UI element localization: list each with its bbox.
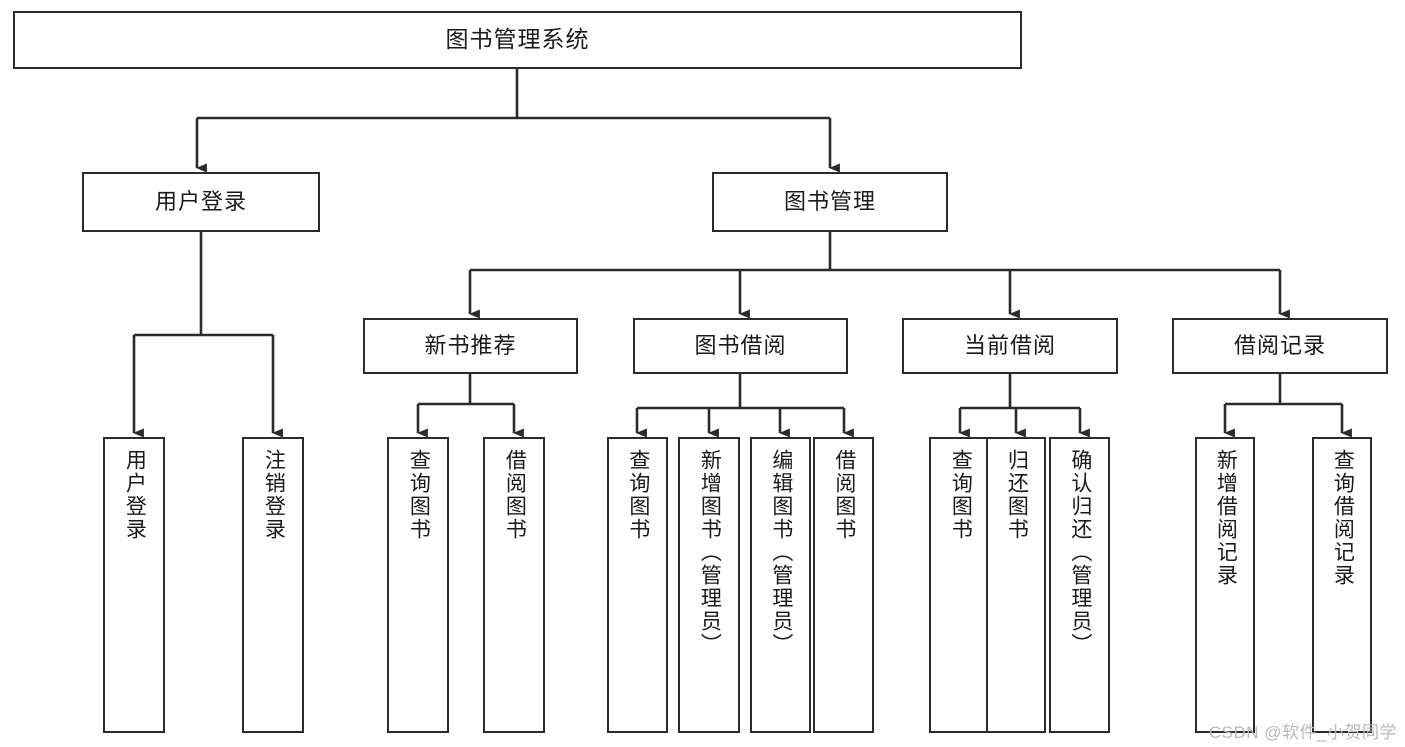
node-root[interactable]: 图书管理系统 (13, 11, 1022, 69)
node-leaf-add-book[interactable]: 新增图书（管理员） (678, 437, 740, 733)
node-leaf-query-book-1-label: 查询图书 (407, 449, 431, 541)
node-leaf-borrow-book-2[interactable]: 借阅图书 (813, 437, 874, 733)
node-leaf-query-book-3[interactable]: 查询图书 (929, 437, 991, 733)
node-new-book-recommend[interactable]: 新书推荐 (363, 318, 578, 374)
node-leaf-borrow-book-1-label: 借阅图书 (503, 449, 527, 541)
node-leaf-add-book-label: 新增图书（管理员） (698, 449, 722, 656)
node-leaf-query-book-2[interactable]: 查询图书 (607, 437, 668, 733)
node-leaf-borrow-book-1[interactable]: 借阅图书 (483, 437, 545, 733)
node-leaf-logout-label: 注销登录 (262, 449, 286, 541)
node-book-manage[interactable]: 图书管理 (712, 172, 948, 232)
node-leaf-logout[interactable]: 注销登录 (242, 437, 304, 733)
node-new-book-recommend-label: 新书推荐 (424, 332, 517, 358)
node-leaf-edit-book[interactable]: 编辑图书（管理员） (750, 437, 811, 733)
node-leaf-query-record-label: 查询借阅记录 (1331, 449, 1355, 587)
node-borrow-record[interactable]: 借阅记录 (1172, 318, 1388, 374)
node-leaf-query-record[interactable]: 查询借阅记录 (1312, 437, 1372, 733)
watermark: CSDN @软件_小贺同学 (1208, 723, 1397, 742)
node-current-borrow-label: 当前借阅 (963, 332, 1056, 358)
node-book-borrow-label: 图书借阅 (694, 332, 787, 358)
node-book-manage-label: 图书管理 (783, 188, 876, 214)
node-leaf-edit-book-label: 编辑图书（管理员） (769, 449, 793, 656)
node-leaf-user-login[interactable]: 用户登录 (103, 437, 165, 733)
node-leaf-user-login-label: 用户登录 (123, 449, 147, 541)
node-borrow-record-label: 借阅记录 (1233, 332, 1326, 358)
node-book-borrow[interactable]: 图书借阅 (633, 318, 848, 374)
node-leaf-confirm-return-label: 确认归还（管理员） (1068, 449, 1092, 656)
node-leaf-borrow-book-2-label: 借阅图书 (832, 449, 856, 541)
node-current-borrow[interactable]: 当前借阅 (902, 318, 1118, 374)
node-leaf-return-book[interactable]: 归还图书 (986, 437, 1046, 733)
node-leaf-query-book-2-label: 查询图书 (626, 449, 650, 541)
node-user-login[interactable]: 用户登录 (82, 172, 320, 232)
node-leaf-confirm-return[interactable]: 确认归还（管理员） (1049, 437, 1110, 733)
node-user-login-label: 用户登录 (154, 188, 247, 214)
node-leaf-return-book-label: 归还图书 (1005, 449, 1029, 541)
node-leaf-query-book-1[interactable]: 查询图书 (387, 437, 449, 733)
node-leaf-add-record-label: 新增借阅记录 (1214, 449, 1238, 587)
node-leaf-query-book-3-label: 查询图书 (949, 449, 973, 541)
node-root-label: 图书管理系统 (445, 26, 590, 53)
node-leaf-add-record[interactable]: 新增借阅记录 (1195, 437, 1255, 733)
